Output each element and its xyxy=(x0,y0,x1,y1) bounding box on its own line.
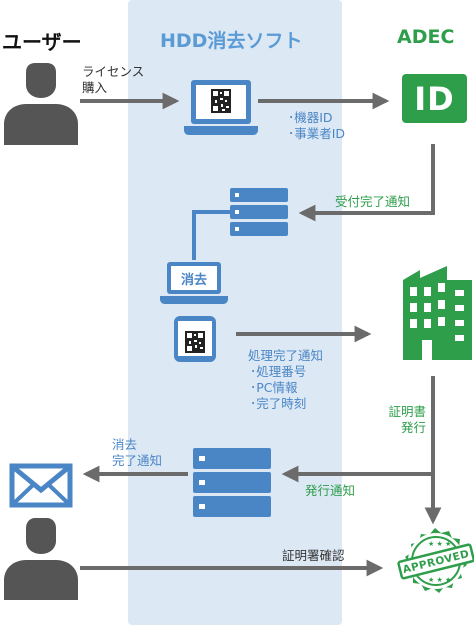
label-issue-notice: 発行通知 xyxy=(305,483,356,498)
label-completion-time: ･完了時刻 xyxy=(250,396,307,411)
laptop-icon xyxy=(184,80,258,135)
label-certificate-issue: 証明書 発行 xyxy=(372,404,426,436)
qr-code-icon xyxy=(211,89,231,113)
label-license-line1: ライセンス xyxy=(82,64,145,79)
label-erase-complete-line2: 完了通知 xyxy=(112,453,163,468)
label-license-line2: 購入 xyxy=(82,80,108,95)
label-process-number: ･処理番号 xyxy=(250,364,307,379)
server-stack-icon-lower xyxy=(193,448,271,517)
label-erase-complete-line1: 消去 xyxy=(112,437,138,452)
label-receipt-complete: 受付完了通知 xyxy=(335,194,411,209)
label-license: ライセンス 購入 xyxy=(82,64,144,96)
svg-text:★ ★ ★: ★ ★ ★ xyxy=(428,576,451,584)
label-erase-badge: 消去 xyxy=(180,273,207,288)
building-icon xyxy=(403,266,472,360)
label-pc-info: ･PC情報 xyxy=(250,380,298,395)
column-title-user: ユーザー xyxy=(2,30,82,54)
column-title-software: HDD消去ソフト xyxy=(160,30,303,52)
server-stack-icon xyxy=(230,188,288,236)
svg-text:★ ★ ★: ★ ★ ★ xyxy=(428,540,451,548)
label-ids: ･機器ID ･事業者ID xyxy=(288,110,345,142)
label-process-complete: 処理完了通知 ･処理番号 ･PC情報 ･完了時刻 xyxy=(248,348,323,412)
arrow-receipt-complete xyxy=(298,144,435,222)
mail-envelope-icon xyxy=(9,463,73,508)
label-certificate-issue-line2: 発行 xyxy=(400,420,426,435)
label-erase-complete: 消去 完了通知 xyxy=(112,437,162,469)
user-person-icon xyxy=(4,63,78,145)
label-certificate-check: 証明署確認 xyxy=(282,548,345,563)
approved-stamp-icon: ★ ★ ★ ★ ★ ★ xyxy=(397,528,474,593)
label-device-id: ･機器ID xyxy=(288,110,333,125)
user-person-icon-bottom xyxy=(4,518,78,600)
label-certificate-issue-line1: 証明書 xyxy=(388,404,426,419)
id-logo-icon xyxy=(402,74,467,123)
column-title-adec: ADEC xyxy=(397,26,455,48)
server-connector xyxy=(192,210,230,260)
laptop-erase-icon xyxy=(160,262,228,304)
label-process-complete-title: 処理完了通知 xyxy=(248,348,324,363)
label-business-id: ･事業者ID xyxy=(288,126,346,141)
qr-code-icon xyxy=(185,331,205,353)
id-logo-text: ID xyxy=(414,79,455,118)
smartphone-icon xyxy=(174,316,216,362)
